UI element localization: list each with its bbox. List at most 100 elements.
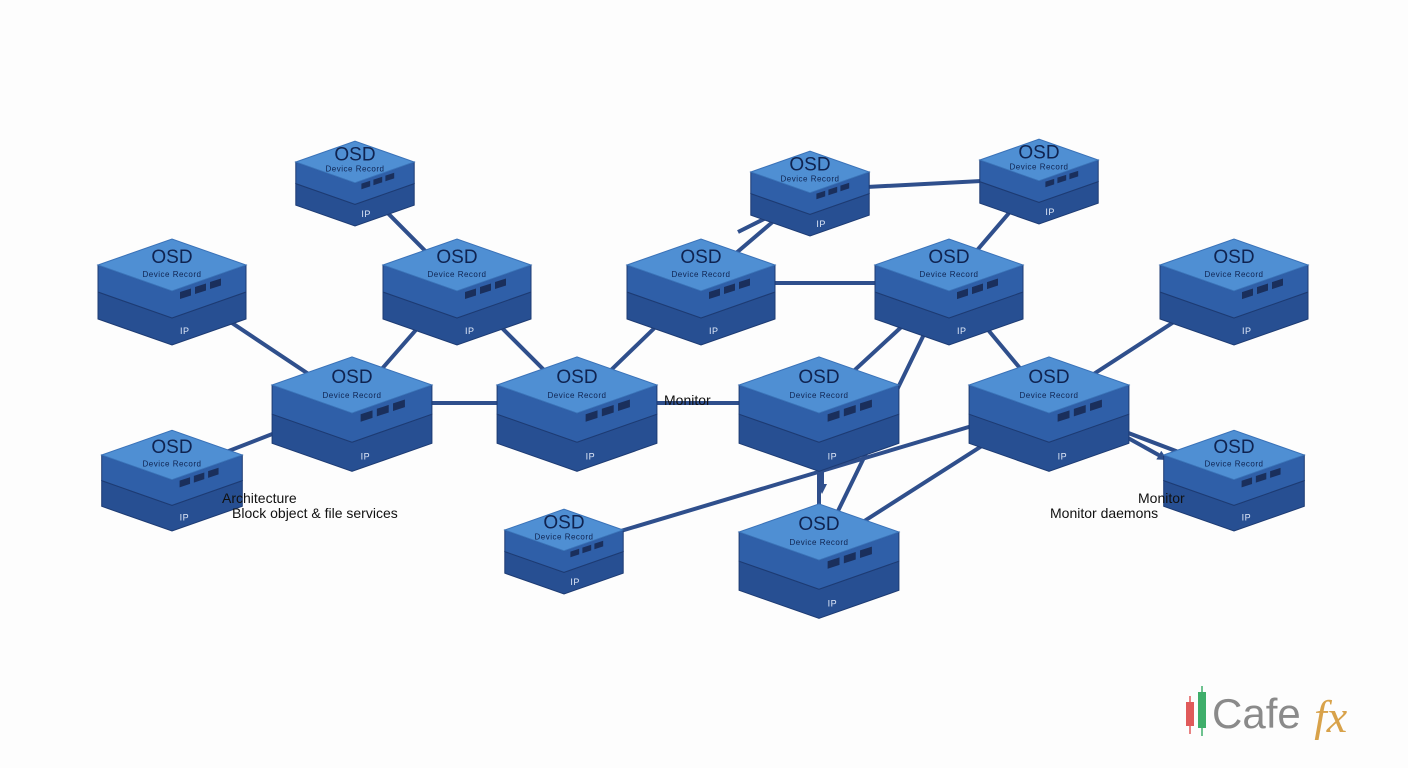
osd-device-record: Device Record: [548, 391, 607, 400]
osd-ip-label: IP: [1242, 326, 1252, 336]
osd-ip-label: IP: [361, 452, 371, 462]
drive-slot-icon: [1090, 399, 1102, 412]
osd-label: OSD: [436, 247, 477, 268]
osd-ip-label: IP: [816, 219, 826, 229]
drive-slot-icon: [480, 283, 491, 295]
osd-label: OSD: [1028, 367, 1069, 388]
connection-link: [562, 401, 1051, 550]
drive-slot-icon: [1045, 178, 1055, 188]
drive-slot-icon: [193, 472, 205, 483]
drive-slot-icon: [618, 399, 630, 411]
drive-slot-icon: [180, 288, 191, 300]
drive-slot-icon: [840, 182, 850, 192]
osd-ip-label: IP: [709, 326, 719, 336]
osd-top-face: [967, 356, 1131, 414]
osd-ip-label: IP: [1242, 513, 1252, 523]
osd-device-record: Device Record: [920, 270, 979, 279]
osd-ip-label: IP: [361, 209, 371, 219]
left-annotation-subtitle: Block object & file services: [232, 505, 398, 521]
drive-slot-icon: [601, 404, 614, 417]
drive-slot-icon: [594, 540, 604, 550]
drive-slot-icon: [1241, 477, 1253, 488]
osd-label: OSD: [334, 144, 375, 165]
drive-slot-icon: [827, 557, 840, 569]
drive-slot-icon: [1257, 283, 1268, 295]
drive-slot-icon: [376, 404, 389, 417]
drive-slot-icon: [1255, 472, 1267, 483]
drive-slot-icon: [828, 186, 838, 196]
drive-slot-icon: [1073, 404, 1086, 417]
drive-slot-icon: [179, 477, 191, 488]
drive-slot-icon: [709, 288, 720, 300]
osd-top-face: [737, 356, 901, 414]
osd-device-record: Device Record: [790, 391, 849, 400]
logo-text: Cafe: [1212, 690, 1301, 737]
drive-slot-icon: [843, 551, 856, 564]
osd-top-face: [495, 356, 659, 414]
drive-slot-icon: [816, 190, 826, 200]
osd-label: OSD: [798, 367, 839, 388]
osd-top-face: [96, 238, 248, 292]
osd-label: OSD: [543, 512, 584, 533]
osd-ip-label: IP: [180, 513, 190, 523]
osd-label: OSD: [1213, 437, 1254, 458]
right-annotation-subtitle: Monitor daemons: [1050, 505, 1159, 521]
osd-device-record: Device Record: [790, 538, 849, 547]
drive-slot-icon: [495, 278, 506, 290]
osd-device-record: Device Record: [428, 270, 487, 279]
osd-top-face: [737, 503, 901, 561]
osd-ip-label: IP: [586, 452, 596, 462]
logo-text-accent: fx: [1314, 691, 1348, 740]
drive-slot-icon: [1069, 170, 1079, 180]
drive-slot-icon: [195, 283, 206, 295]
left-annotation-title: Architecture: [222, 490, 297, 506]
osd-device-record: Device Record: [143, 459, 202, 468]
osd-label: OSD: [789, 154, 830, 175]
osd-top-face: [978, 138, 1100, 182]
osd-label: OSD: [1018, 142, 1059, 163]
osd-device-record: Device Record: [781, 175, 840, 184]
osd-top-face: [1162, 429, 1306, 481]
osd-label: OSD: [680, 247, 721, 268]
drive-slot-icon: [1242, 288, 1253, 300]
osd-label: OSD: [331, 367, 372, 388]
osd-device-record: Device Record: [535, 533, 594, 542]
osd-device-record: Device Record: [143, 270, 202, 279]
osd-device-record: Device Record: [1010, 163, 1069, 172]
osd-top-face: [503, 508, 625, 552]
osd-top-face: [270, 356, 434, 414]
drive-slot-icon: [724, 283, 735, 295]
drive-slot-icon: [739, 278, 750, 290]
osd-top-face: [1158, 238, 1310, 292]
drive-slot-icon: [972, 283, 983, 295]
drive-slot-icon: [827, 410, 840, 422]
candlestick-icon: [1186, 686, 1206, 736]
osd-ip-label: IP: [828, 599, 838, 609]
arrow-link: [1127, 436, 1168, 460]
osd-device-record: Device Record: [1020, 391, 1079, 400]
osd-top-face: [381, 238, 533, 292]
osd-ip-label: IP: [570, 577, 580, 587]
osd-top-face: [625, 238, 777, 292]
drive-slot-icon: [585, 410, 598, 422]
drive-slot-icon: [570, 548, 580, 558]
drive-slot-icon: [385, 172, 395, 182]
drive-slot-icon: [465, 288, 476, 300]
right-annotation-title: Monitor: [1138, 490, 1185, 506]
osd-device-record: Device Record: [672, 270, 731, 279]
drive-slot-icon: [1057, 174, 1067, 184]
drive-slot-icon: [361, 180, 371, 190]
osd-ip-label: IP: [180, 326, 190, 336]
drive-slot-icon: [860, 399, 872, 411]
